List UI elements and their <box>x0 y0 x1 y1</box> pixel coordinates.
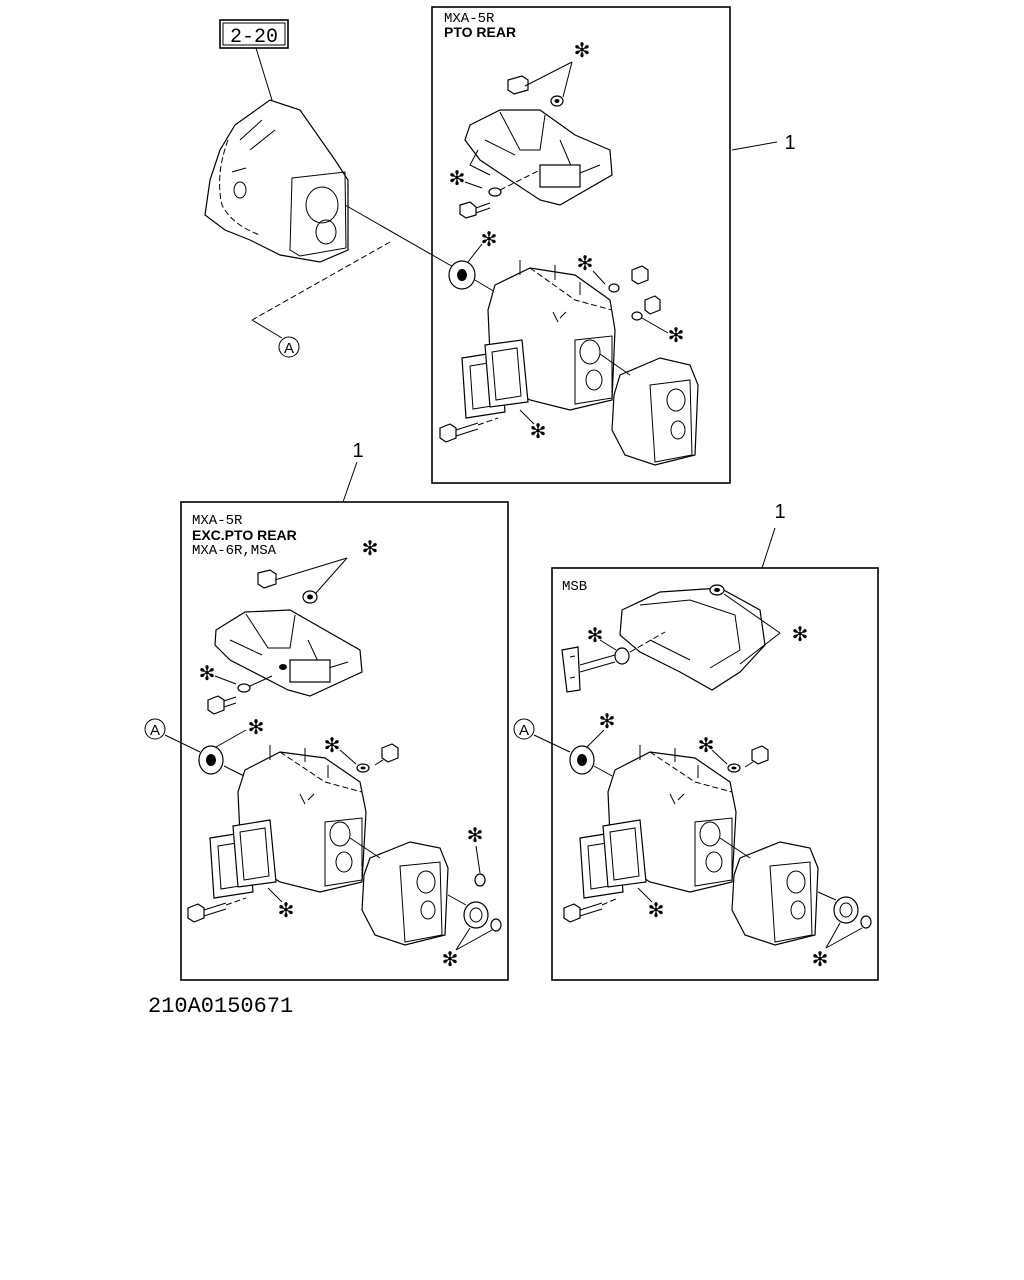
svg-text:✻: ✻ <box>792 624 809 646</box>
callout-item-right: 1 <box>774 501 785 523</box>
svg-text:✻: ✻ <box>481 229 498 251</box>
svg-text:A: A <box>519 722 529 739</box>
svg-text:✻: ✻ <box>648 900 665 922</box>
panel-left-line3: MXA-6R,MSA <box>192 543 277 559</box>
svg-text:✻: ✻ <box>248 717 265 739</box>
svg-text:A: A <box>150 722 160 739</box>
panel-msb: MSB ✻ ✻ A ✻ <box>513 567 879 981</box>
clutch-housing <box>204 99 349 263</box>
panel-left-line2: EXC.PTO REAR <box>192 527 297 543</box>
svg-text:✻: ✻ <box>467 825 484 847</box>
svg-text:✻: ✻ <box>449 168 466 190</box>
svg-text:✻: ✻ <box>668 325 685 347</box>
svg-text:✻: ✻ <box>199 663 216 685</box>
svg-text:✻: ✻ <box>599 711 616 733</box>
svg-text:✻: ✻ <box>442 949 459 971</box>
callout-marker-a-left[interactable]: A <box>144 718 166 740</box>
drawing-number: 210A0150671 <box>148 994 293 1019</box>
asterisk-mark: ✻ <box>574 40 591 62</box>
reference-label: 2-20 <box>230 26 278 49</box>
panel-top-line2: PTO REAR <box>444 24 516 40</box>
svg-text:✻: ✻ <box>278 900 295 922</box>
panel-mxa-5r-pto-rear: MXA-5R PTO REAR 1 ✻ ✻ ✻ <box>431 6 796 484</box>
panel-mxa-5r-exc-pto-rear: MXA-5R EXC.PTO REAR MXA-6R,MSA ✻ ✻ A ✻ <box>144 501 509 981</box>
svg-text:✻: ✻ <box>362 538 379 560</box>
callout-item-top: 1 <box>784 132 795 154</box>
svg-text:✻: ✻ <box>324 735 341 757</box>
svg-text:✻: ✻ <box>530 421 547 443</box>
svg-text:✻: ✻ <box>812 949 829 971</box>
svg-text:✻: ✻ <box>577 253 594 275</box>
reference-tag[interactable]: 2-20 <box>219 19 289 49</box>
callout-item-left: 1 <box>352 440 363 462</box>
callout-marker-a-top[interactable]: A <box>278 336 300 358</box>
panel-top-line1: MXA-5R <box>444 11 495 27</box>
panel-left-line1: MXA-5R <box>192 513 243 529</box>
svg-text:✻: ✻ <box>587 625 604 647</box>
svg-text:A: A <box>284 340 294 357</box>
callout-marker-a-right[interactable]: A <box>513 718 535 740</box>
panel-right-line1: MSB <box>562 579 587 595</box>
svg-text:✻: ✻ <box>698 735 715 757</box>
